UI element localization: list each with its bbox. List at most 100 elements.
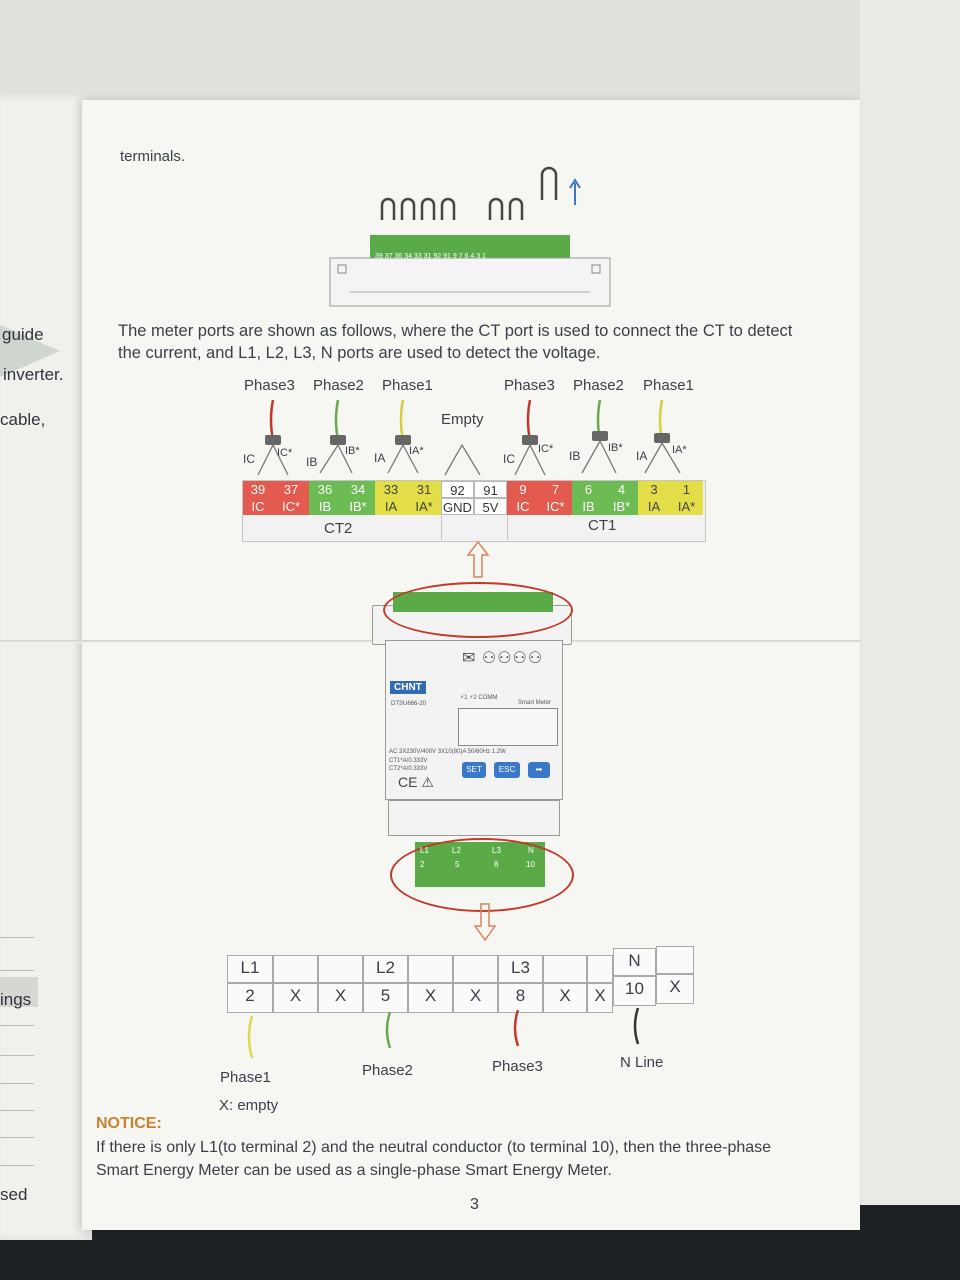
ct1-phase-label: Phase2 xyxy=(573,377,624,394)
divider xyxy=(0,1055,34,1056)
terminal-label: L3 xyxy=(492,846,501,855)
terminal-number: 7 xyxy=(539,481,572,498)
table-cell: X xyxy=(587,983,613,1013)
ct2-label: CT2 xyxy=(324,520,353,537)
table-cell: X xyxy=(453,983,498,1013)
terminal-number: 31 xyxy=(407,481,441,498)
terminal-number: 4 xyxy=(605,481,638,498)
wire-label-phase1: Phase1 xyxy=(220,1069,271,1086)
ct2-phase-label: Phase3 xyxy=(244,377,295,394)
ports-description: The meter ports are shown as follows, wh… xyxy=(118,322,793,362)
terminal-signal: IA xyxy=(638,498,670,515)
ct2-phase-label: Phase1 xyxy=(382,377,433,394)
wire-label-phase2: Phase2 xyxy=(362,1062,413,1079)
product-label: Smart Meter xyxy=(518,700,552,706)
indicator-labels: ⚡1 ⚡2 COMM xyxy=(460,695,498,701)
divider xyxy=(0,970,34,971)
empty-label: Empty xyxy=(441,411,484,428)
table-cell: L3 xyxy=(498,955,543,983)
terminal-signal: GND xyxy=(441,498,474,515)
table-cell: 10 xyxy=(613,976,656,1006)
table-cell: X xyxy=(318,983,363,1013)
wire-label: IA* xyxy=(409,445,424,457)
wire-label: IB* xyxy=(608,442,623,454)
table-cell: N xyxy=(613,948,656,976)
terminal-number: 39 xyxy=(243,481,273,498)
wire-label-phase3: Phase3 xyxy=(492,1058,543,1075)
divider xyxy=(0,1165,34,1166)
table-cell xyxy=(408,955,453,983)
ce-mark-icon: CE ⚠ xyxy=(398,774,434,790)
meter-display xyxy=(458,708,558,746)
terminal-number: 2 xyxy=(420,860,425,869)
arrow-down-icon xyxy=(473,903,497,942)
table-cell: L1 xyxy=(227,955,273,983)
seal-icons: ✉ ⚇⚇⚇⚇ xyxy=(462,650,544,667)
terminal-number: 36 xyxy=(309,481,341,498)
notice-body: If there is only L1(to terminal 2) and t… xyxy=(96,1139,772,1179)
terminal-signal: 5V xyxy=(474,498,507,515)
divider xyxy=(0,1110,34,1111)
terminal-number: 5 xyxy=(455,860,460,869)
table-cell: 2 xyxy=(227,983,273,1013)
wire-label: IB xyxy=(569,449,581,463)
terminal-number: 10 xyxy=(526,860,535,869)
table-cell: X xyxy=(656,974,694,1004)
left-page-text: sed xyxy=(0,1185,28,1204)
wire-label: IA xyxy=(374,451,386,465)
table-cell: X xyxy=(273,983,318,1013)
wire-label: IA* xyxy=(672,444,687,456)
table-cell xyxy=(543,955,587,983)
table-cell: X xyxy=(543,983,587,1013)
arrow-right-icon[interactable]: ➡ xyxy=(528,762,550,778)
model-label: DTSU666-20 xyxy=(391,701,427,707)
terminal-number: 37 xyxy=(273,481,309,498)
terminal-signal: IB* xyxy=(605,498,638,515)
wire-label: IC* xyxy=(538,443,554,455)
terminal-label: L2 xyxy=(452,846,461,855)
wire-label: IC xyxy=(503,452,515,466)
terminal-number: 9 xyxy=(507,481,539,498)
wire-label: IA xyxy=(636,449,648,463)
terminal-signal: IC* xyxy=(273,498,309,515)
table-cell xyxy=(656,946,694,974)
wire-label: IB xyxy=(306,455,318,469)
terminal-number: 3 xyxy=(638,481,670,498)
terminal-number: 6 xyxy=(572,481,605,498)
left-page: guide inverter. cable, ings sed xyxy=(0,95,92,1240)
terminal-number: 92 xyxy=(441,481,474,498)
header-text: terminals. xyxy=(120,148,186,165)
terminal-block-illustration xyxy=(329,166,611,307)
terminal-numbers: 39 37 36 34 33 31 92 91 9 7 6 4 3 1 xyxy=(375,253,486,260)
spec-line: AC 3X230V/400V 3X10(80)A 50/60Hz 1.2W xyxy=(389,749,506,755)
divider xyxy=(507,515,508,540)
set-button[interactable]: SET xyxy=(462,762,486,778)
highlight-ellipse xyxy=(383,582,573,638)
divider xyxy=(0,937,34,938)
left-page-text: inverter. xyxy=(3,365,64,384)
ct1-phase-label: Phase1 xyxy=(643,377,694,394)
meter-lower-rail xyxy=(388,800,560,836)
terminal-signal: IA xyxy=(375,498,407,515)
terminal-signal: IB xyxy=(309,498,341,515)
terminal-number: 1 xyxy=(670,481,703,498)
brand-logo: CHNT xyxy=(390,681,426,694)
page-number: 3 xyxy=(470,1196,479,1213)
divider xyxy=(441,515,442,540)
table-cell xyxy=(453,955,498,983)
terminal-label: L1 xyxy=(420,846,429,855)
table-cell xyxy=(587,955,613,983)
terminal-signal: IC xyxy=(243,498,273,515)
esc-button[interactable]: ESC xyxy=(494,762,520,778)
left-page-text: cable, xyxy=(0,410,46,429)
spec-line: CT1*A/0.333V xyxy=(389,758,428,764)
table-cell: L2 xyxy=(363,955,408,983)
wire-label: IB* xyxy=(345,445,360,457)
table-cell xyxy=(273,955,318,983)
divider xyxy=(0,1137,34,1138)
ct2-phase-label: Phase2 xyxy=(313,377,364,394)
left-page-text: guide xyxy=(2,325,44,344)
ct1-phase-label: Phase3 xyxy=(504,377,555,394)
terminal-signal: IB* xyxy=(341,498,375,515)
spec-line: CT2*A/0.333V xyxy=(389,766,428,772)
